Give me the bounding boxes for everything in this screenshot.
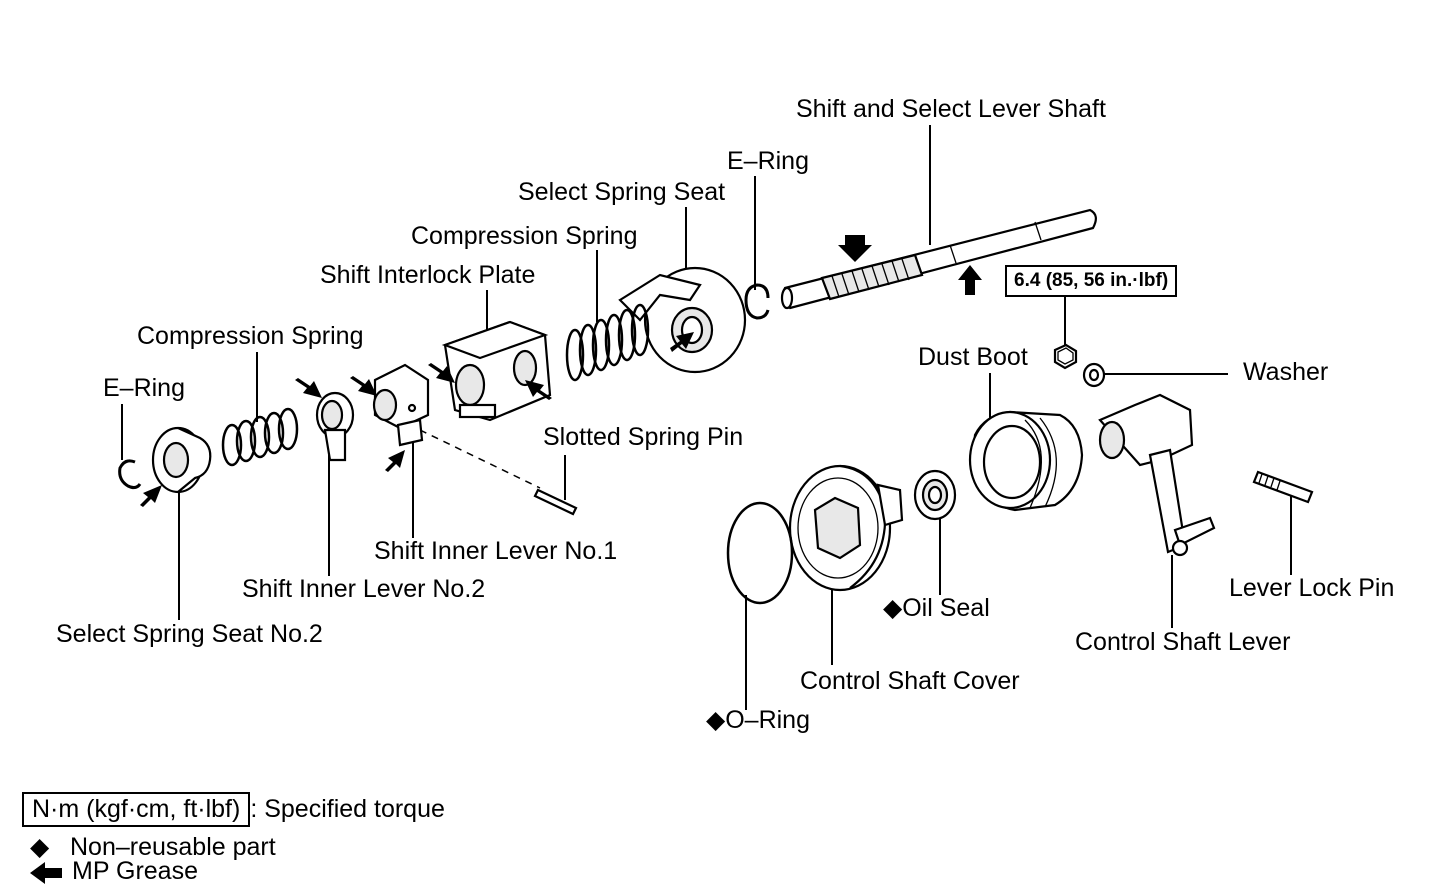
label-control-shaft-cover: Control Shaft Cover	[800, 667, 1020, 695]
select-spring-seat	[618, 266, 747, 374]
label-compression-spring-top: Compression Spring	[411, 222, 638, 250]
shift-select-lever-shaft	[780, 208, 1097, 310]
shift-interlock-plate	[441, 320, 552, 422]
e-ring-left	[118, 459, 142, 490]
label-oil-seal: ◆Oil Seal	[883, 594, 990, 622]
control-shaft-cover	[788, 464, 904, 592]
label-washer: Washer	[1243, 358, 1329, 386]
label-shift-interlock-plate: Shift Interlock Plate	[320, 261, 536, 289]
label-shift-inner-lever-no1: Shift Inner Lever No.1	[374, 537, 618, 565]
label-control-shaft-lever: Control Shaft Lever	[1075, 628, 1291, 656]
label-dust-boot: Dust Boot	[918, 343, 1028, 371]
label-shift-select-lever-shaft: Shift and Select Lever Shaft	[796, 95, 1106, 123]
legend-torque: N·m (kgf·cm, ft·lbf): Specified torque	[22, 792, 445, 827]
torque-spec-box: 6.4 (85, 56 in.·lbf)	[1005, 265, 1178, 297]
legend-non-reusable: ◆ Non–reusable part	[30, 832, 276, 862]
compression-spring-left	[221, 407, 299, 467]
legend-non-reusable-text: Non–reusable part	[70, 833, 276, 861]
legend-torque-text: : Specified torque	[250, 795, 445, 823]
legend-torque-box: N·m (kgf·cm, ft·lbf)	[22, 792, 251, 827]
label-select-spring-seat: Select Spring Seat	[518, 178, 726, 206]
label-select-spring-seat-no2: Select Spring Seat No.2	[56, 620, 323, 648]
nut	[1053, 343, 1078, 370]
diamond-icon: ◆	[30, 833, 50, 861]
shift-inner-lever-no1	[372, 363, 430, 447]
slotted-spring-pin	[533, 488, 578, 516]
label-shift-inner-lever-no2: Shift Inner Lever No.2	[242, 575, 486, 603]
select-spring-seat-no2	[151, 426, 212, 494]
grease-arrows	[140, 235, 982, 507]
label-e-ring-left: E–Ring	[103, 374, 185, 402]
label-compression-spring-left: Compression Spring	[137, 322, 364, 350]
legend-grease-arrow-icon	[30, 862, 62, 884]
compression-spring-top	[565, 303, 650, 382]
shift-inner-lever-no2	[315, 391, 355, 462]
oil-seal	[913, 469, 957, 521]
control-shaft-lever	[1098, 393, 1216, 557]
washer	[1082, 362, 1106, 388]
e-ring-top	[744, 283, 770, 320]
label-lever-lock-pin: Lever Lock Pin	[1229, 574, 1395, 602]
legend-grease-text: MP Grease	[72, 857, 198, 885]
lever-lock-pin	[1252, 470, 1314, 504]
legend-grease: MP Grease	[72, 857, 198, 886]
leader-lines	[121, 125, 1292, 710]
label-slotted-spring-pin: Slotted Spring Pin	[543, 423, 744, 451]
dust-boot	[968, 410, 1084, 512]
label-e-ring-top: E–Ring	[727, 147, 809, 175]
label-o-ring: ◆O–Ring	[706, 706, 810, 734]
o-ring	[726, 501, 794, 605]
